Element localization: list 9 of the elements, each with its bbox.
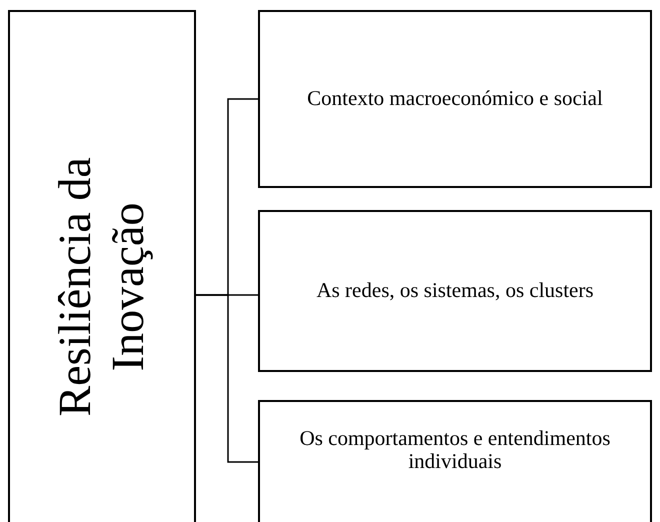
title-box	[8, 10, 196, 522]
category-text: Contexto macroeconómico e social	[307, 87, 603, 111]
category-box	[258, 10, 652, 188]
category-box	[258, 210, 652, 372]
category-box	[258, 400, 652, 522]
category-text: Os comportamentos e entendimentos individuais	[298, 426, 612, 474]
vertical-title: Resiliência da Inovação	[49, 156, 154, 419]
connector-line	[196, 294, 258, 463]
category-text: As redes, os sistemas, os clusters	[316, 279, 594, 303]
